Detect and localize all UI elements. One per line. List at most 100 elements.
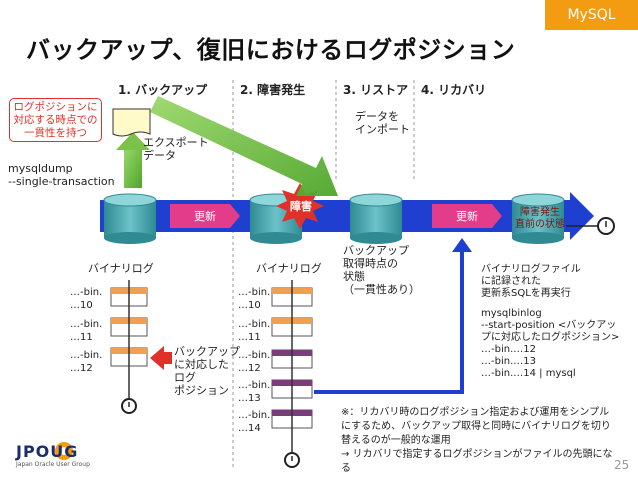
jpoug-logo-mark (55, 442, 73, 460)
export-document-icon (112, 108, 151, 137)
log-file-line: …-bin. (238, 410, 271, 421)
replay-label-line: に記録された (481, 276, 541, 287)
log-file-label: …-bin. …14 (238, 409, 270, 435)
failure-state-line: 障害発生 (520, 207, 560, 218)
stopwatch-icon (121, 398, 137, 414)
stopwatch-icon (284, 452, 300, 468)
log-file-line: …12 (70, 363, 93, 374)
log-file-line: …11 (238, 332, 261, 343)
export-label-line: データ (143, 149, 176, 162)
footnote-line: にするため、バックアップ取得と同時にバイナリログを切り (341, 421, 611, 432)
binlog-command-line: …-bin.…14 | mysql (481, 368, 576, 379)
log-file-line: …-bin. (70, 287, 103, 298)
log-file-line: …-bin. (70, 350, 103, 361)
replay-label-line: バイナリログファイル (481, 264, 581, 275)
backup-state-line: 取得時点の (343, 257, 398, 270)
stopwatch-icon (566, 217, 615, 235)
backup-state-label: バックアップ 取得時点の 状態 （一貫性あり） (343, 244, 420, 296)
binlog-command-line: …-bin.…13 (481, 356, 536, 367)
log-file-line: …-bin. (238, 319, 271, 330)
position-label: バックアップ に対応した ログ ポジション (174, 345, 240, 397)
page-title: バックアップ、復旧におけるログポジション (26, 36, 516, 64)
backup-command-line: --single-transaction (8, 175, 115, 188)
binary-log-stack-left (110, 280, 148, 398)
position-label-line: ポジション (174, 384, 229, 397)
log-file-line: …14 (238, 423, 261, 434)
phase-backup: 1. バックアップ (118, 83, 208, 97)
phase-failure: 2. 障害発生 (240, 83, 306, 97)
mysql-badge: MySQL (545, 0, 638, 30)
replay-label: バイナリログファイル に記録された 更新系SQLを再実行 (481, 264, 581, 300)
jpoug-logo-text: JPOUG (16, 442, 79, 461)
log-file-label: …-bin. …10 (238, 286, 270, 312)
phase-restore: 3. リストア (343, 83, 409, 97)
export-label-line: エクスポート (143, 136, 209, 149)
binary-log-label-mid: バイナリログ (256, 262, 322, 275)
footnote: ※：リカバリ時のログポジション指定および運用をシンプル にするため、バックアップ… (341, 406, 613, 476)
import-label-line: インポート (355, 123, 410, 136)
log-file-label: …-bin. …11 (238, 318, 270, 344)
footnote-line: る (341, 463, 351, 474)
position-pointer-arrow (150, 346, 172, 370)
binlog-command-line: --start-position <バックアッ (481, 320, 617, 331)
backup-state-line: （一貫性あり） (343, 283, 420, 296)
callout-line: 一貫性を持つ (24, 127, 87, 139)
backup-state-line: 状態 (343, 270, 365, 283)
import-label: データを インポート (355, 110, 410, 136)
backup-command-line: mysqldump (8, 162, 73, 175)
log-file-label: …-bin. …10 (70, 286, 102, 312)
failure-state-line: 直前の状態 (515, 219, 565, 230)
replay-label-line: 更新系SQLを再実行 (481, 288, 571, 299)
log-file-line: …12 (238, 363, 261, 374)
page-number: 25 (614, 458, 630, 472)
footnote-line: ※：リカバリ時のログポジション指定および運用をシンプル (341, 407, 610, 418)
update-arrow (432, 204, 502, 228)
jpoug-tagline: Japan Oracle User Group (16, 461, 90, 468)
binlog-command: mysqlbinlog --start-position <バックアッ プに対応… (481, 308, 619, 380)
log-file-line: …-bin. (238, 350, 271, 361)
log-file-line: …-bin. (238, 380, 271, 391)
binlog-command-line: mysqlbinlog (481, 308, 542, 319)
database-icon (349, 193, 403, 244)
log-file-line: …10 (70, 300, 93, 311)
consistency-callout: ログポジションに 対応する時点での 一貫性を持つ (9, 98, 102, 142)
binlog-command-line: プに対応したログポジション> (481, 332, 620, 343)
import-diagonal-arrow (150, 96, 338, 196)
database-icon (103, 193, 157, 244)
position-label-line: に対応した (174, 358, 229, 371)
recovery-path-arrowhead (452, 238, 472, 252)
export-label: エクスポート データ (143, 136, 209, 162)
backup-command: mysqldump --single-transaction (8, 162, 115, 188)
footnote-line: 替えるのが一般的な運用 (341, 435, 451, 446)
log-file-line: …-bin. (238, 287, 271, 298)
log-file-label: …-bin. …13 (238, 379, 270, 405)
callout-line: ログポジションに (13, 101, 98, 113)
backup-state-line: バックアップ (343, 244, 409, 257)
update-arrow (170, 204, 240, 228)
log-file-line: …10 (238, 300, 261, 311)
failure-state-label: 障害発生 直前の状態 (513, 207, 567, 231)
log-file-label: …-bin. …11 (70, 318, 102, 344)
import-label-line: データを (355, 110, 399, 123)
binary-log-stack-mid (271, 280, 313, 452)
recovery-path-arrow (314, 250, 464, 394)
binlog-command-line: …-bin.…12 (481, 344, 536, 355)
database-icon (511, 193, 565, 244)
export-up-arrow (116, 132, 150, 188)
footnote-line: → リカバリで指定するログポジションがファイルの先頭にな (341, 449, 613, 460)
failure-label: 障害 (290, 200, 312, 213)
position-label-line: ログ (174, 371, 196, 384)
log-file-line: …13 (238, 393, 261, 404)
binary-log-label-left: バイナリログ (88, 262, 154, 275)
phase-recovery: 4. リカバリ (421, 83, 487, 97)
position-label-line: バックアップ (174, 345, 240, 358)
update-label-left: 更新 (194, 210, 216, 223)
log-file-label: …-bin. …12 (70, 349, 102, 375)
log-file-line: …-bin. (70, 319, 103, 330)
callout-line: 対応する時点での (13, 114, 98, 126)
log-file-label: …-bin. …12 (238, 349, 270, 375)
phase-dividers (232, 80, 415, 470)
update-label-right: 更新 (456, 210, 478, 223)
log-file-line: …11 (70, 332, 93, 343)
